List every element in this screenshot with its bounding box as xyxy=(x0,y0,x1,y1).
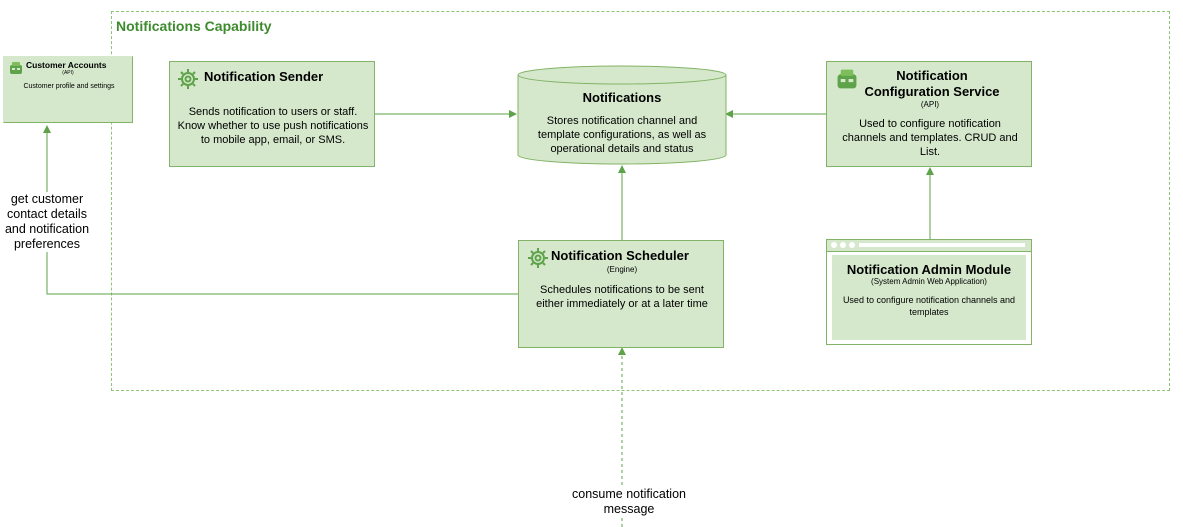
customer-accounts-desc: Customer profile and settings xyxy=(23,83,115,90)
notifications-cylinder xyxy=(517,65,727,165)
browser-window-icon xyxy=(827,240,1031,252)
capability-boundary: Notifications Capability xyxy=(111,11,1170,391)
customer-accounts-box[interactable]: Customer Accounts (API) Customer profile… xyxy=(3,56,133,123)
config-service-box[interactable]: Notification Configuration Service (API)… xyxy=(826,61,1032,167)
customer-accounts-subtitle: (API) xyxy=(62,70,74,76)
edge-scheduler-to-customer xyxy=(43,125,518,295)
admin-module-body: Notification Admin Module (System Admin … xyxy=(832,255,1026,340)
customer-contact-label: get customer contact details and notific… xyxy=(0,192,94,252)
admin-module-subtitle: (System Admin Web Application) xyxy=(871,277,987,286)
cube-icon xyxy=(10,62,22,74)
gear-icon xyxy=(178,69,198,89)
admin-module-box[interactable]: Notification Admin Module (System Admin … xyxy=(826,239,1032,345)
config-service-title: Notification Configuration Service xyxy=(864,68,1000,99)
admin-module-desc: Used to configure notification channels … xyxy=(842,295,1016,317)
capability-title: Notifications Capability xyxy=(116,18,272,34)
config-service-desc: Used to configure notification channels … xyxy=(842,118,1018,158)
notifications-store-desc: Stores notification channel and template… xyxy=(537,115,707,155)
notifications-store-title: Notifications xyxy=(582,90,662,105)
consume-message-label: consume notification message xyxy=(560,487,698,517)
customer-accounts-title: Customer Accounts xyxy=(26,60,107,70)
notification-sender-title: Notification Sender xyxy=(204,69,324,84)
scheduler-desc: Schedules notifications to be sent eithe… xyxy=(536,284,708,310)
cube-icon xyxy=(837,69,857,89)
config-service-subtitle: (API) xyxy=(920,100,940,109)
admin-module-title: Notification Admin Module xyxy=(846,262,1012,277)
notification-sender-box[interactable]: Notification Sender Sends notification t… xyxy=(169,61,375,167)
gear-icon xyxy=(528,248,548,268)
notification-sender-desc: Sends notification to users or staff. Kn… xyxy=(177,106,369,146)
scheduler-title: Notification Scheduler xyxy=(551,248,689,263)
scheduler-box[interactable]: Notification Scheduler (Engine) Schedule… xyxy=(518,240,724,348)
notifications-store[interactable]: Notifications Stores notification channe… xyxy=(518,84,726,164)
scheduler-subtitle: (Engine) xyxy=(606,265,638,274)
